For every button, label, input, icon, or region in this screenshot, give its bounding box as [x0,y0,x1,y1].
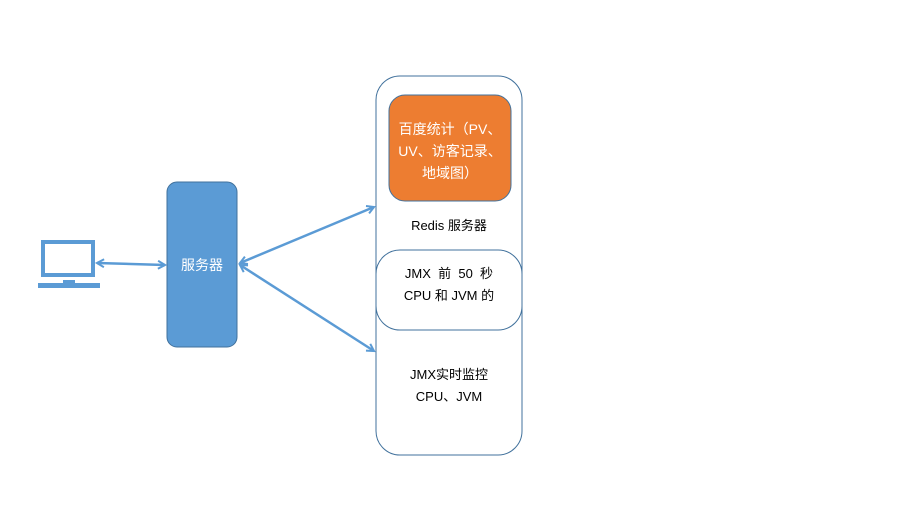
laptop-icon [38,240,100,288]
server-label: 服务器 [181,257,223,273]
baidu-line: 百度统计（PV、 [398,121,502,137]
jmx-realtime-label: JMX实时监控 CPU、JVM [376,364,522,408]
baidu-stats-box [388,94,512,202]
arrow-client-server [97,263,165,265]
baidu-line: UV、访客记录、 [398,143,502,159]
jmx-history-label: JMX 前 50 秒 CPU 和 JVM 的 [376,263,522,307]
jmx-history-box [375,249,523,331]
arrow-server-redis [240,207,374,263]
jmx-realtime-line: CPU、JVM [415,389,483,404]
jmx-realtime-line: JMX实时监控 [409,367,488,382]
arrow-server-jmx [240,265,374,351]
jmx-history-line: CPU 和 JVM 的 [403,288,495,303]
jmx-history-line: JMX 前 50 秒 [404,266,494,281]
redis-label: Redis 服务器 [411,218,487,233]
baidu-stats-label: 百度统计（PV、 UV、访客记录、 地域图） [389,118,511,184]
baidu-line: 地域图） [422,165,478,181]
